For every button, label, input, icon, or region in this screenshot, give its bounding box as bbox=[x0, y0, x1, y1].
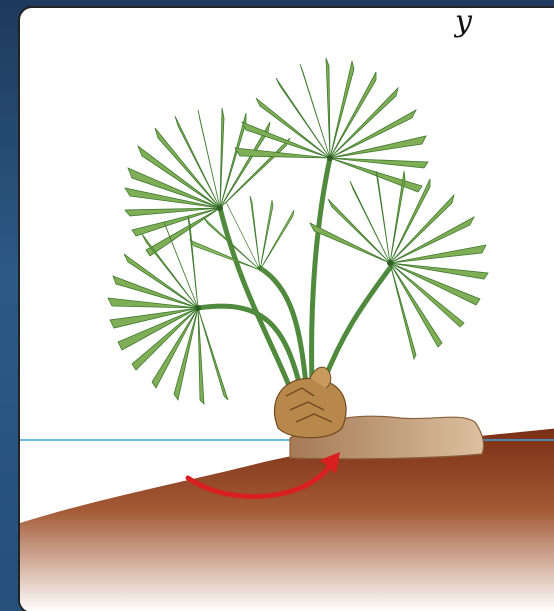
fan-leaf-top-center bbox=[235, 58, 428, 192]
palm-illustration bbox=[20, 8, 554, 611]
soil bbox=[20, 428, 554, 611]
fan-leaf-right bbox=[310, 171, 488, 359]
leaf-stalks bbox=[198, 158, 390, 388]
fan-leaf-inner bbox=[190, 196, 294, 270]
fan-leaf-left-top bbox=[125, 108, 290, 256]
fan-leaf-left-bottom bbox=[108, 216, 228, 404]
illustration-panel: y bbox=[18, 6, 554, 611]
